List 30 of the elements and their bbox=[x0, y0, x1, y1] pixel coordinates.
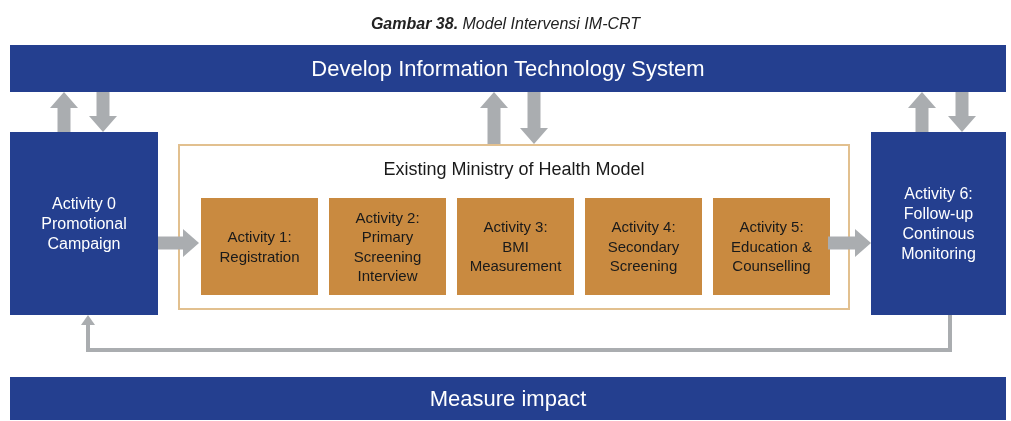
box-label: Measure impact bbox=[429, 385, 587, 413]
activity-box bbox=[713, 198, 830, 295]
figure-title: Gambar 38. Model Intervensi IM-CRT bbox=[370, 14, 641, 34]
box-label: Activity 2: Primary Screening Interview bbox=[352, 207, 423, 286]
arrow bbox=[828, 229, 871, 257]
activity-box bbox=[201, 198, 318, 295]
arrow bbox=[50, 92, 78, 132]
arrow bbox=[520, 92, 548, 144]
activity-box bbox=[329, 198, 446, 295]
box-label: Activity 4: Secondary Screening bbox=[606, 217, 681, 276]
activity-box bbox=[585, 198, 702, 295]
box-label: Activity 5: Education & Counselling bbox=[730, 217, 813, 276]
arrow bbox=[81, 315, 952, 352]
box-label: Activity 1: Registration bbox=[218, 227, 301, 266]
box-label: Activity 6: Follow-up Continous Monitoring bbox=[900, 183, 977, 264]
box-label: Activity 0 Promotional Campaign bbox=[40, 193, 128, 254]
activity-box bbox=[457, 198, 574, 295]
arrow bbox=[480, 92, 508, 144]
banner bbox=[10, 45, 1006, 92]
arrow bbox=[948, 92, 976, 132]
arrow bbox=[89, 92, 117, 132]
arrow bbox=[158, 229, 199, 257]
box-title: Existing Ministry of Health Model bbox=[382, 158, 646, 181]
arrow bbox=[908, 92, 936, 132]
activity-box bbox=[871, 132, 1006, 315]
banner bbox=[10, 377, 1006, 420]
container-box bbox=[178, 144, 850, 310]
box-label: Develop Information Technology System bbox=[311, 55, 705, 83]
activity-box bbox=[10, 132, 158, 315]
box-label: Activity 3: BMI Measurement bbox=[469, 217, 562, 276]
